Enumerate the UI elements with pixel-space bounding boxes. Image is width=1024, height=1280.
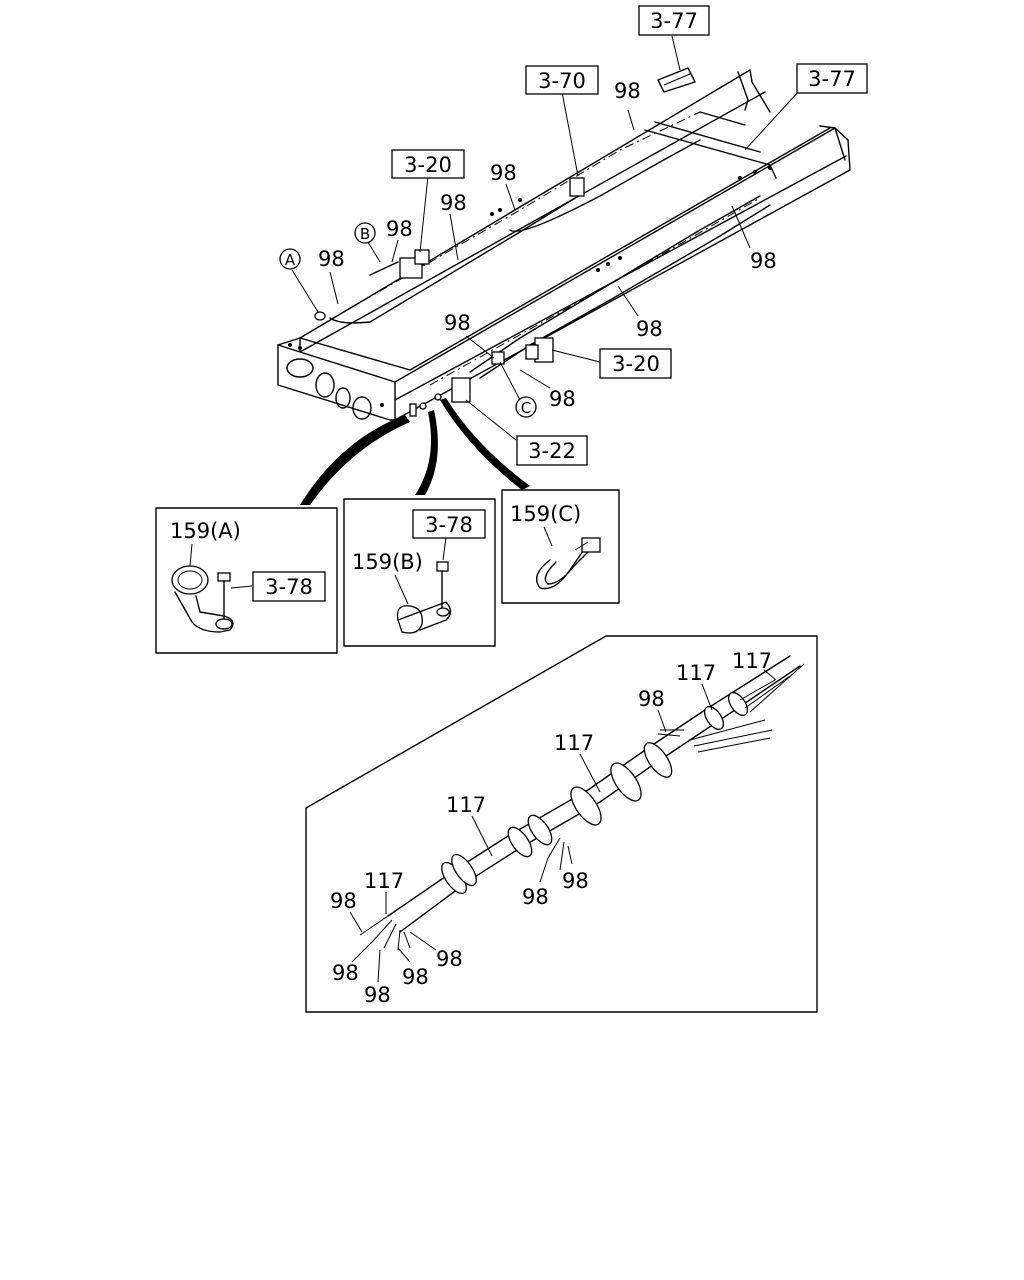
callout-b: B: [360, 225, 370, 243]
ref-box-3-70: [525, 65, 599, 95]
part-98-label: 98: [750, 249, 777, 273]
part-98-label: 98: [440, 191, 467, 215]
part-159c-label: 159(C): [510, 502, 581, 526]
callout-c: C: [521, 399, 531, 417]
callout-a: A: [285, 251, 296, 269]
part-98-label: 98: [364, 983, 391, 1007]
detail-a-panel: 159(A) 3-78: [155, 507, 338, 654]
ref-box-3-77-right: [796, 63, 868, 94]
part-117-label: 117: [364, 869, 404, 893]
ref-3-20-right: 3-20: [612, 352, 660, 376]
part-98-label: 98: [330, 889, 357, 913]
callout-b-circle: [354, 222, 376, 244]
part-117-label: 117: [446, 793, 486, 817]
callout-a-circle: [279, 248, 301, 270]
part-98-label: 98: [332, 961, 359, 985]
part-98-label: 98: [636, 317, 663, 341]
part-159a-label: 159(A): [170, 519, 241, 543]
part-98-label: 98: [318, 247, 345, 271]
ref-box-3-22: [516, 435, 588, 466]
main-leaders: [291, 35, 801, 441]
ref-3-70: 3-70: [538, 69, 586, 93]
ref-3-78-detail-b: 3-78: [425, 513, 473, 537]
part-117-label: 117: [676, 661, 716, 685]
harness-detail-panel: 117 117 98 117 117 98 98 117 98 98 98 98…: [305, 635, 818, 1013]
chassis-frame: [277, 67, 851, 421]
part-98-label: 98: [562, 869, 589, 893]
part-117-label: 117: [732, 649, 772, 673]
part-98-label: 98: [490, 161, 517, 185]
ref-box-3-20-right: [599, 348, 672, 379]
detail-b-panel: 3-78 159(B): [343, 498, 496, 647]
main-labels: 3-77 3-70 3-77 3-20 3-20 3-22 98 98 98 9…: [279, 5, 868, 466]
part-98-label: 98: [522, 885, 549, 909]
part-98-label: 98: [444, 311, 471, 335]
ref-3-78-detail-a: 3-78: [265, 575, 313, 599]
part-117-label: 117: [554, 731, 594, 755]
ref-3-22: 3-22: [528, 439, 576, 463]
ref-3-20-left: 3-20: [404, 153, 452, 177]
part-159b-label: 159(B): [352, 550, 423, 574]
part-98-label: 98: [436, 947, 463, 971]
part-98-label: 98: [614, 79, 641, 103]
detail-c-panel: 159(C): [501, 489, 620, 604]
part-98-label: 98: [638, 687, 665, 711]
part-98-label: 98: [386, 217, 413, 241]
callout-c-circle: [515, 396, 537, 418]
ref-box-3-77-top: [638, 5, 710, 36]
part-98-label: 98: [549, 387, 576, 411]
detail-connectors: [300, 398, 530, 505]
ref-box-3-20-left: [391, 149, 465, 179]
ref-3-77-right: 3-77: [808, 67, 856, 91]
ref-3-77-top: 3-77: [650, 9, 698, 33]
part-98-label: 98: [402, 965, 429, 989]
